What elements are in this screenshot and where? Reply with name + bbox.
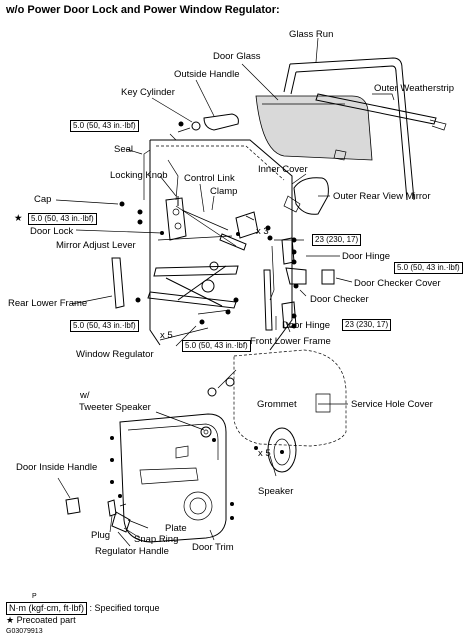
multiplier-x5-speaker: x 5 <box>258 448 271 459</box>
label-plug: Plug <box>91 530 111 541</box>
label-door-hinge-lower: Door Hinge <box>282 320 331 331</box>
label-outside-handle: Outside Handle <box>174 69 240 80</box>
label-mirror-adjust-lever: Mirror Adjust Lever <box>56 240 136 251</box>
label-tweeter-w: w/ <box>80 390 90 401</box>
torque-box-door-lock: 5.0 (50, 43 in.·lbf) <box>28 213 97 225</box>
label-control-link: Control Link <box>184 173 235 184</box>
door-glass-shape <box>255 95 373 161</box>
inner-cover-shape <box>219 211 259 251</box>
legend-star: ★ <box>6 615 15 625</box>
label-door-checker: Door Checker <box>310 294 369 305</box>
label-seal: Seal <box>114 144 134 155</box>
multiplier-x5-regulator: x 5 <box>160 330 173 341</box>
torque-box-rear-lower-frame: 5.0 (50, 43 in.·lbf) <box>70 320 139 332</box>
label-front-lower-frame: Front Lower Frame <box>250 336 331 347</box>
door-trim-shape <box>119 413 227 543</box>
legend-p-mark: P <box>32 593 37 600</box>
control-link-shape <box>175 196 237 247</box>
mirror-shape <box>283 177 329 215</box>
clip-dots <box>110 436 258 520</box>
label-speaker: Speaker <box>258 486 294 497</box>
label-rear-lower-frame: Rear Lower Frame <box>8 298 88 309</box>
label-plate: Plate <box>165 523 187 534</box>
front-lower-frame-shape <box>263 269 273 331</box>
label-door-glass: Door Glass <box>213 51 261 62</box>
glass-run-shape <box>283 57 415 201</box>
torque-box-outside-handle: 5.0 (50, 43 in.·lbf) <box>70 120 139 132</box>
legend-precoated: Precoated part <box>16 615 76 625</box>
outer-weatherstrip-shape <box>315 93 447 131</box>
legend: P N·m (kgf·cm, ft·lbf) : Specified torqu… <box>6 590 160 626</box>
legend-torque-desc: : Specified torque <box>89 603 160 613</box>
label-key-cylinder: Key Cylinder <box>121 87 175 98</box>
label-clamp: Clamp <box>210 186 238 197</box>
figure-code: G03079913 <box>6 628 43 635</box>
tweeter-shape <box>200 426 212 438</box>
torque-box-upper-hinge: 23 (230, 17) <box>312 234 362 246</box>
grommet-shape <box>207 377 235 397</box>
label-door-trim: Door Trim <box>192 542 234 553</box>
window-regulator-shape <box>147 261 239 315</box>
label-service-hole-cover: Service Hole Cover <box>351 399 433 410</box>
torque-box-door-checker: 5.0 (50, 43 in.·lbf) <box>394 262 463 274</box>
label-door-checker-cover: Door Checker Cover <box>354 278 441 289</box>
label-grommet: Grommet <box>257 399 297 410</box>
outside-handle-shape <box>169 113 239 141</box>
rear-lower-frame-shape <box>111 257 125 309</box>
torque-box-lower-hinge: 23 (230, 17) <box>342 319 392 331</box>
service-hole-cover-shape <box>233 349 347 447</box>
leader-lines <box>55 37 395 547</box>
label-door-inside-handle: Door Inside Handle <box>16 462 98 473</box>
label-door-hinge-upper: Door Hinge <box>342 251 391 262</box>
label-glass-run: Glass Run <box>289 29 334 40</box>
label-tweeter-speaker: Tweeter Speaker <box>79 402 151 413</box>
label-snap-ring: Snap Ring <box>134 534 179 545</box>
label-outer-weatherstrip: Outer Weatherstrip <box>374 83 455 94</box>
label-door-lock: Door Lock <box>30 226 74 237</box>
label-cap: Cap <box>34 194 52 205</box>
hinge-shapes <box>269 237 335 329</box>
door-inner-frame-shape <box>143 139 293 351</box>
torque-box-window-regulator: 5.0 (50, 43 in.·lbf) <box>182 340 251 352</box>
page-title: w/o Power Door Lock and Power Window Reg… <box>6 4 280 16</box>
label-locking-knob: Locking Knob <box>110 170 168 181</box>
speaker-shape <box>267 427 297 473</box>
label-regulator-handle: Regulator Handle <box>95 546 169 557</box>
label-inner-cover: Inner Cover <box>258 164 308 175</box>
multiplier-x3: x 3 <box>256 226 269 237</box>
label-outer-rear-view-mirror: Outer Rear View Mirror <box>333 191 431 202</box>
inside-handle-shape <box>65 497 131 533</box>
door-lock-shape <box>165 197 187 241</box>
legend-torque-unit: N·m (kgf·cm, ft·lbf) <box>6 602 87 615</box>
label-window-regulator: Window Regulator <box>76 349 154 360</box>
precoated-star: ★ <box>14 213 23 224</box>
